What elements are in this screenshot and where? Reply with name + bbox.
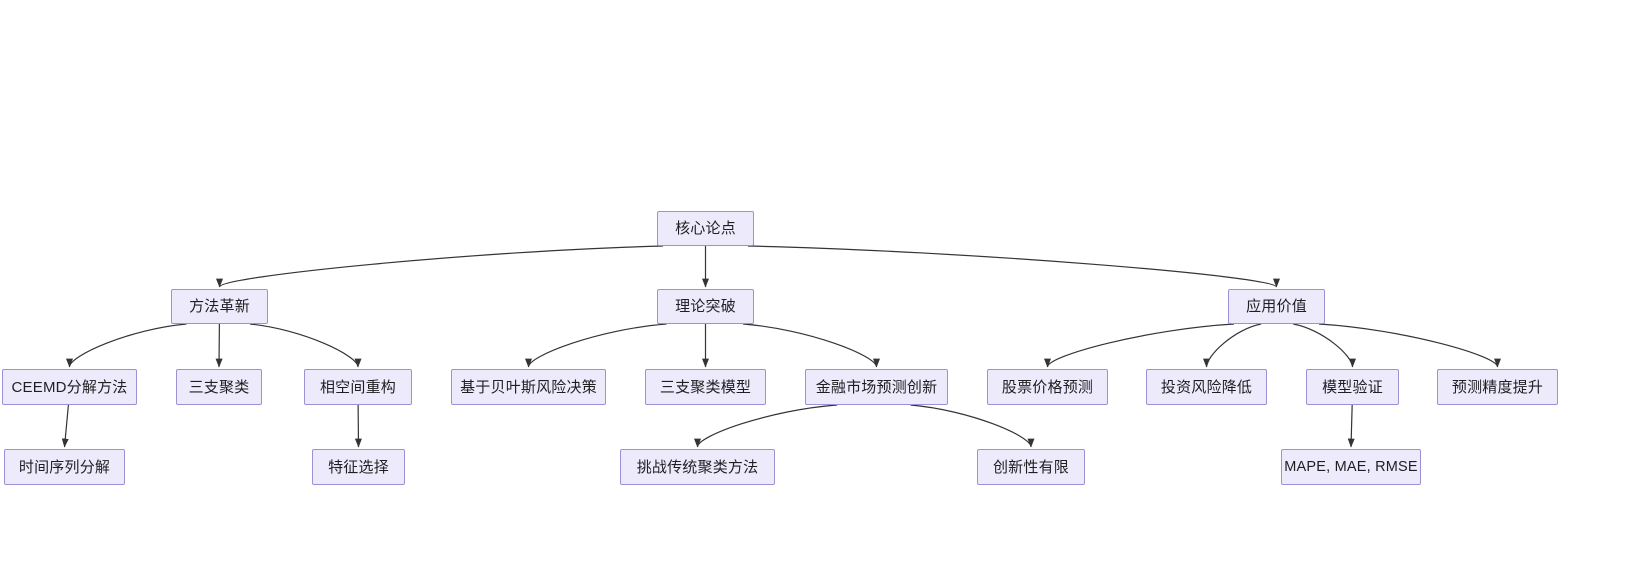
node-theory[interactable]: 理论突破 (657, 289, 754, 324)
node-accuracy[interactable]: 预测精度提升 (1437, 369, 1558, 405)
node-label-validate: 模型验证 (1322, 378, 1383, 396)
edge-ceemd-to-ts-decomp (61, 404, 69, 448)
node-stock[interactable]: 股票价格预测 (987, 369, 1108, 405)
node-validate[interactable]: 模型验证 (1306, 369, 1399, 405)
edge-theory-to-bayes (525, 323, 667, 368)
node-root[interactable]: 核心论点 (657, 211, 754, 246)
node-label-challenge: 挑战传统聚类方法 (636, 458, 759, 476)
node-label-ceemd: CEEMD分解方法 (11, 378, 128, 396)
node-label-limited: 创新性有限 (992, 458, 1069, 476)
node-label-ts-decomp: 时间序列分解 (18, 458, 111, 476)
node-label-application: 应用价值 (1246, 298, 1307, 315)
edges-group (61, 245, 1501, 448)
edge-finance-to-limited (910, 404, 1035, 448)
node-label-finance: 金融市场预测创新 (815, 378, 938, 396)
node-challenge[interactable]: 挑战传统聚类方法 (620, 449, 775, 485)
node-label-method: 方法革新 (189, 298, 250, 315)
edge-theory-to-finance (743, 323, 880, 368)
node-twc-model[interactable]: 三支聚类模型 (645, 369, 766, 405)
node-label-accuracy: 预测精度提升 (1451, 378, 1544, 396)
edge-application-to-validate (1293, 323, 1356, 368)
edge-application-to-accuracy (1318, 323, 1501, 368)
node-risk[interactable]: 投资风险降低 (1146, 369, 1267, 405)
node-limited[interactable]: 创新性有限 (977, 449, 1085, 485)
node-feature[interactable]: 特征选择 (312, 449, 405, 485)
edge-finance-to-challenge (694, 404, 838, 448)
node-phase[interactable]: 相空间重构 (304, 369, 412, 405)
node-label-three-way: 三支聚类 (188, 378, 250, 396)
node-bayes[interactable]: 基于贝叶斯风险决策 (451, 369, 606, 405)
node-label-risk: 投资风险降低 (1160, 378, 1253, 396)
node-label-phase: 相空间重构 (319, 378, 396, 396)
node-label-stock: 股票价格预测 (1001, 378, 1094, 396)
edge-method-to-ceemd (66, 323, 187, 368)
node-finance[interactable]: 金融市场预测创新 (805, 369, 948, 405)
node-metrics[interactable]: MAPE, MAE, RMSE (1281, 449, 1421, 485)
edge-method-to-phase (249, 323, 362, 368)
node-ceemd[interactable]: CEEMD分解方法 (2, 369, 137, 405)
node-label-root: 核心论点 (675, 220, 736, 237)
edge-root-to-application (747, 245, 1280, 288)
edge-root-to-method (216, 245, 664, 288)
node-three-way[interactable]: 三支聚类 (176, 369, 262, 405)
edge-validate-to-metrics (1347, 404, 1355, 448)
node-method[interactable]: 方法革新 (171, 289, 268, 324)
node-label-feature: 特征选择 (328, 458, 389, 476)
node-ts-decomp[interactable]: 时间序列分解 (4, 449, 125, 485)
edge-application-to-risk (1203, 323, 1262, 368)
node-label-theory: 理论突破 (675, 298, 736, 315)
node-label-metrics: MAPE, MAE, RMSE (1284, 458, 1418, 475)
node-label-twc-model: 三支聚类模型 (659, 378, 752, 396)
edge-application-to-stock (1044, 323, 1235, 368)
node-label-bayes: 基于贝叶斯风险决策 (460, 378, 597, 396)
node-application[interactable]: 应用价值 (1228, 289, 1325, 324)
